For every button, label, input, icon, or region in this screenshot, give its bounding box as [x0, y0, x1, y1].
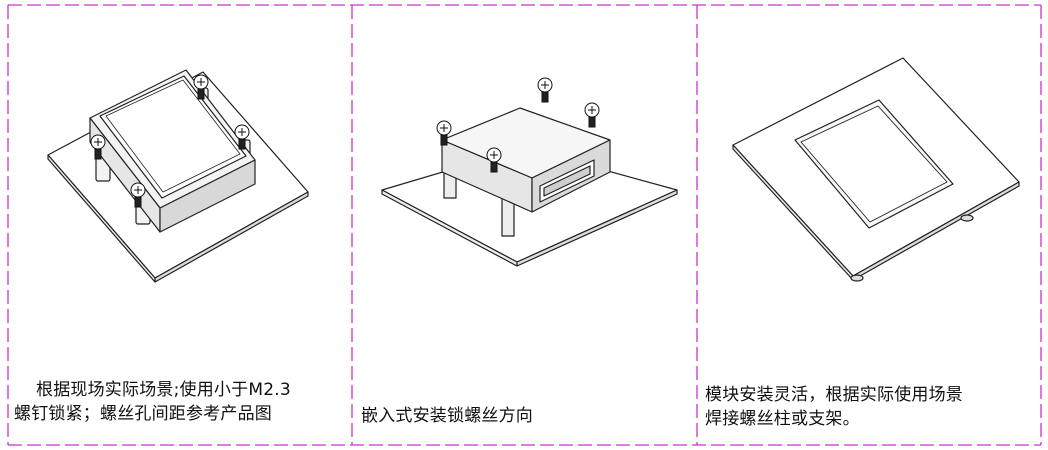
screws: [436, 77, 600, 173]
panel-flexible-mount: 模块安装灵活，根据实际使用场景 焊接螺丝柱或支架。: [697, 0, 1041, 450]
embedded-mount-diagram: [381, 77, 678, 267]
caption-line: 根据现场实际场景;使用小于M2.3: [36, 380, 291, 400]
caption-line: 螺钉锁紧；螺丝孔间距参考产品图: [14, 404, 272, 424]
flexible-mount-diagram: [732, 57, 1020, 282]
caption-embedded-mount: 嵌入式安装锁螺丝方向: [361, 404, 533, 428]
surface-mount-diagram: [47, 69, 309, 283]
screws: [90, 74, 250, 208]
caption-line: 焊接螺丝柱或支架。: [705, 409, 860, 429]
caption-line: 模块安装灵活，根据实际使用场景: [705, 385, 963, 405]
caption-surface-mount: 根据现场实际场景;使用小于M2.3 螺钉锁紧；螺丝孔间距参考产品图: [14, 378, 291, 426]
panel-embedded-mount: 嵌入式安装锁螺丝方向: [352, 0, 697, 450]
panel-surface-mount: 根据现场实际场景;使用小于M2.3 螺钉锁紧；螺丝孔间距参考产品图: [8, 0, 352, 450]
caption-flexible-mount: 模块安装灵活，根据实际使用场景 焊接螺丝柱或支架。: [705, 383, 963, 431]
caption-line: 嵌入式安装锁螺丝方向: [361, 406, 533, 426]
